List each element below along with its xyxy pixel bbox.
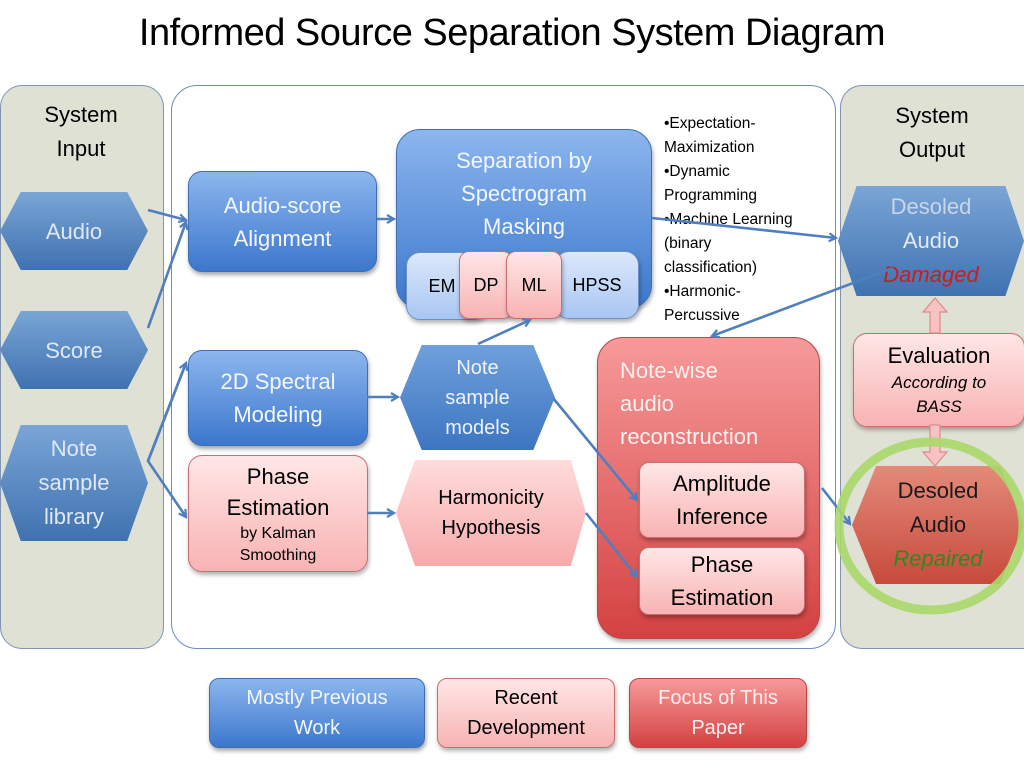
node-label: Audio [902,228,960,253]
box-label: Estimation [670,585,774,610]
damaged-status-label: Damaged [883,262,979,287]
node-label: sample [445,386,510,409]
box-label: Estimation [226,495,330,520]
box-label: Amplitude [673,471,771,496]
node-label: Desoled [897,478,979,503]
method-label: DP [473,275,499,295]
method-note: (binary [664,235,712,252]
heading-line: Input [56,136,106,161]
method-hpss[interactable]: HPSS [555,251,639,319]
method-note: •Dynamic [664,163,730,180]
box-label: Note-wise [620,358,718,383]
box-label: Audio-score [223,192,342,218]
phase-estimation-box[interactable]: Phase Estimation [639,547,805,615]
system-output-heading: System Output [840,99,1024,167]
box-label: Alignment [233,225,332,251]
box-sublabel: Smoothing [239,547,317,564]
node-label: Score [45,337,103,363]
method-notes-list: •Expectation- Maximization •Dynamic Prog… [664,112,793,328]
legend-label: Recent [494,687,558,709]
box-label: Inference [676,504,768,529]
box-label: Separation by [456,148,592,173]
diagram-title: Informed Source Separation System Diagra… [138,12,886,54]
box-label: Phase [246,464,310,489]
box-label: 2D Spectral [220,369,336,394]
heading-line: System [44,102,118,127]
box-label: Spectrogram [461,181,587,206]
box-label: Evaluation [887,343,991,368]
method-note: classification) [664,259,758,276]
legend-label: Mostly Previous [246,687,388,709]
note-sample-library-node[interactable]: Note sample library [0,425,148,541]
spectral-modeling-box[interactable]: 2D Spectral Modeling [188,350,368,446]
method-dp[interactable]: DP [459,251,513,319]
node-label: Desoled [890,194,972,219]
heading-line: Output [898,137,966,162]
box-label: reconstruction [620,424,759,449]
audio-score-alignment-box[interactable]: Audio-score Alignment [188,171,377,272]
method-note: •Expectation- [664,115,756,132]
score-input-node[interactable]: Score [0,311,148,389]
method-label: HPSS [572,275,622,295]
node-label: library [44,504,104,529]
repaired-audio-output-node[interactable]: Desoled Audio Repaired [852,466,1024,584]
method-note: •Machine Learning [664,211,793,228]
legend-label: Development [467,717,585,739]
method-note: Percussive [664,307,740,324]
note-sample-models-node[interactable]: Note sample models [400,345,555,450]
legend-label: Focus of This [658,687,778,709]
harmonicity-hypothesis-node[interactable]: Harmonicity Hypothesis [396,460,586,566]
amplitude-inference-box[interactable]: Amplitude Inference [639,462,805,538]
method-note: Programming [664,187,758,204]
repaired-status-label: Repaired [893,546,983,571]
method-note: •Harmonic- [664,283,741,300]
node-label: Audio [909,512,967,537]
box-label: Phase [690,552,754,577]
legend-label: Paper [691,717,745,739]
system-input-heading: System Input [0,98,162,166]
node-label: Harmonicity [438,487,544,509]
box-sublabel: According to [891,373,987,392]
audio-input-node[interactable]: Audio [0,192,148,270]
node-label: Audio [45,218,103,244]
box-label: audio [620,391,674,416]
node-label: sample [38,470,110,495]
node-label: Note [50,436,98,461]
legend-focus-of-paper: Focus of This Paper [629,678,807,748]
box-label: Masking [483,214,565,239]
node-label: models [445,416,510,439]
legend-recent-development: Recent Development [437,678,615,748]
method-label: EM [428,276,456,296]
method-ml[interactable]: ML [506,251,562,319]
legend-previous-work: Mostly Previous Work [209,678,425,748]
heading-line: System [895,103,969,128]
box-sublabel: by Kalman [240,525,316,542]
box-sublabel: BASS [916,397,962,416]
damaged-audio-output-node[interactable]: Desoled Audio Damaged [838,186,1024,296]
method-label: ML [521,275,547,295]
node-label: Hypothesis [441,517,541,539]
node-label: Note [456,356,499,379]
legend-label: Work [293,717,341,739]
method-note: Maximization [664,139,755,156]
evaluation-box[interactable]: Evaluation According to BASS [853,333,1024,427]
box-label: Modeling [233,402,323,427]
phase-estimation-kalman-box[interactable]: Phase Estimation by Kalman Smoothing [188,455,368,572]
